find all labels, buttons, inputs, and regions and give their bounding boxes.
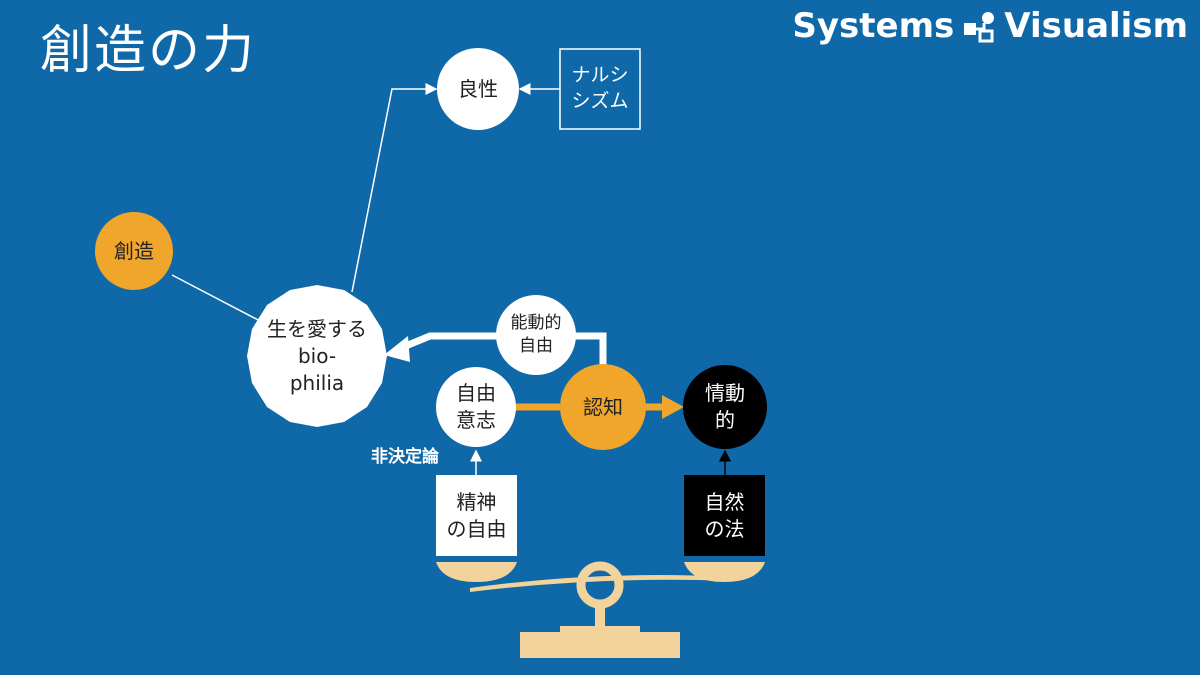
- indeterminism-label: 非決定論: [371, 446, 439, 467]
- node-active-freedom-label: 能動的 自由: [510, 313, 562, 356]
- node-active-freedom: [496, 295, 576, 375]
- systems-visualism-logo-icon: [964, 12, 995, 43]
- node-ryosei-label: 良性: [458, 76, 498, 101]
- node-emotional: [683, 365, 767, 449]
- scale-pivot-ring: [576, 561, 624, 609]
- node-biophilia: [247, 285, 387, 427]
- brand-word-systems: Systems: [792, 6, 955, 46]
- arrowhead-biophilia: [384, 336, 410, 362]
- scale-post: [595, 604, 605, 628]
- node-narcissism: [559, 48, 641, 130]
- box-natural-law-label: 自然 の法: [704, 489, 745, 541]
- node-ninchi: [560, 364, 646, 450]
- brand-logo: Systems Visualism: [792, 6, 1188, 46]
- node-sozo: [95, 212, 173, 290]
- node-ninchi-label: 認知: [583, 394, 623, 419]
- node-free-will-label: 自由 意志: [456, 381, 496, 432]
- box-spiritual-freedom-label: 精神 の自由: [446, 489, 507, 541]
- scale-pan-left: [436, 562, 517, 582]
- box-natural-law: [684, 475, 765, 556]
- node-narcissism-label: ナルシ シズム: [571, 64, 629, 112]
- page-title: 創造の力: [40, 21, 257, 81]
- box-spiritual-freedom: [436, 475, 517, 556]
- brand-word-visualism: Visualism: [1004, 6, 1188, 46]
- arrowhead-emotional: [662, 395, 684, 419]
- node-sozo-label: 創造: [114, 238, 154, 263]
- scale-base: [520, 632, 680, 658]
- connector-biophilia-ryosei: [351, 83, 438, 293]
- node-free-will: [436, 367, 516, 447]
- node-ryosei: [437, 48, 519, 130]
- node-emotional-label: 情動 的: [705, 381, 745, 432]
- scale-beam: [470, 575, 730, 592]
- node-biophilia-label: 生を愛する bio- philia: [267, 316, 367, 395]
- scale-base-top: [560, 626, 640, 634]
- connector-sozo-biophilia: [171, 274, 263, 323]
